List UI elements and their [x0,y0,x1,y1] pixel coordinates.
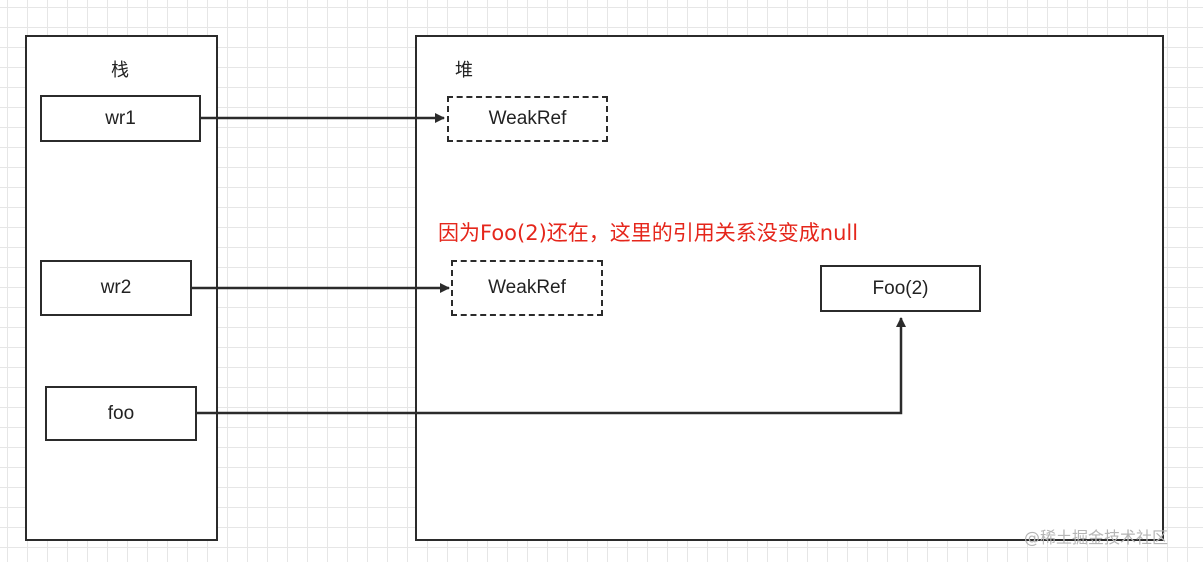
heap-weakref-1: WeakRef [447,96,608,142]
heap-foo-object: Foo(2) [820,265,981,312]
annotation-note: 因为Foo(2)还在，这里的引用关系没变成null [438,221,859,245]
stack-var-wr1: wr1 [40,95,201,142]
heap-weakref-2: WeakRef [451,260,603,316]
heap-title: 堆 [455,60,473,81]
stack-var-wr2: wr2 [40,260,192,316]
stack-var-foo: foo [45,386,197,441]
arrow-foo-to-foo-object [197,317,906,415]
watermark-text: @稀土掘金技术社区 [1024,528,1169,547]
stack-title: 栈 [111,60,129,81]
